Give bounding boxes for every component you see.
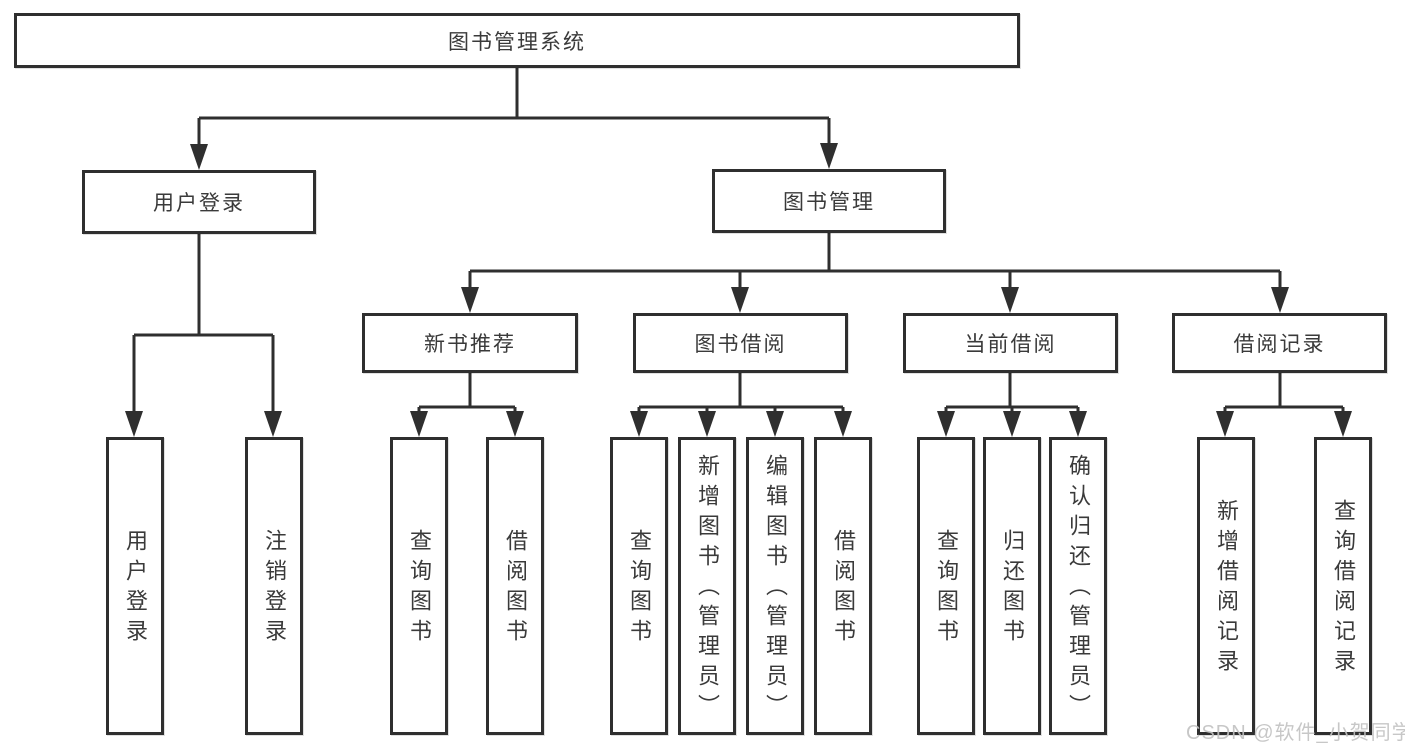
node-library-management-system: 图书管理系统 bbox=[14, 13, 1020, 68]
node-return-books: 归还图书 bbox=[983, 437, 1041, 735]
node-query-books-recommend: 查询图书 bbox=[390, 437, 448, 735]
node-current-borrowing: 当前借阅 bbox=[903, 313, 1118, 373]
node-borrowing-records: 借阅记录 bbox=[1172, 313, 1387, 373]
watermark-text: CSDN @软件_小贺同学 bbox=[1186, 722, 1405, 744]
node-borrow-books-recommend: 借阅图书 bbox=[486, 437, 544, 735]
node-edit-book-admin: 编辑图书（管理员） bbox=[746, 437, 804, 735]
node-query-borrow-record: 查询借阅记录 bbox=[1314, 437, 1372, 735]
node-book-management: 图书管理 bbox=[712, 169, 946, 233]
node-new-book-recommend: 新书推荐 bbox=[362, 313, 578, 373]
node-book-borrowing: 图书借阅 bbox=[633, 313, 848, 373]
node-logout: 注销登录 bbox=[245, 437, 303, 735]
node-query-books-borrowing: 查询图书 bbox=[610, 437, 668, 735]
node-confirm-return-admin: 确认归还（管理员） bbox=[1049, 437, 1107, 735]
arrowheads bbox=[125, 118, 1352, 437]
node-user-login: 用户登录 bbox=[82, 170, 316, 234]
node-query-books-current: 查询图书 bbox=[917, 437, 975, 735]
node-user-login-action: 用户登录 bbox=[106, 437, 164, 735]
node-borrow-books-borrowing: 借阅图书 bbox=[814, 437, 872, 735]
node-add-borrow-record: 新增借阅记录 bbox=[1197, 437, 1255, 735]
node-add-book-admin: 新增图书（管理员） bbox=[678, 437, 736, 735]
